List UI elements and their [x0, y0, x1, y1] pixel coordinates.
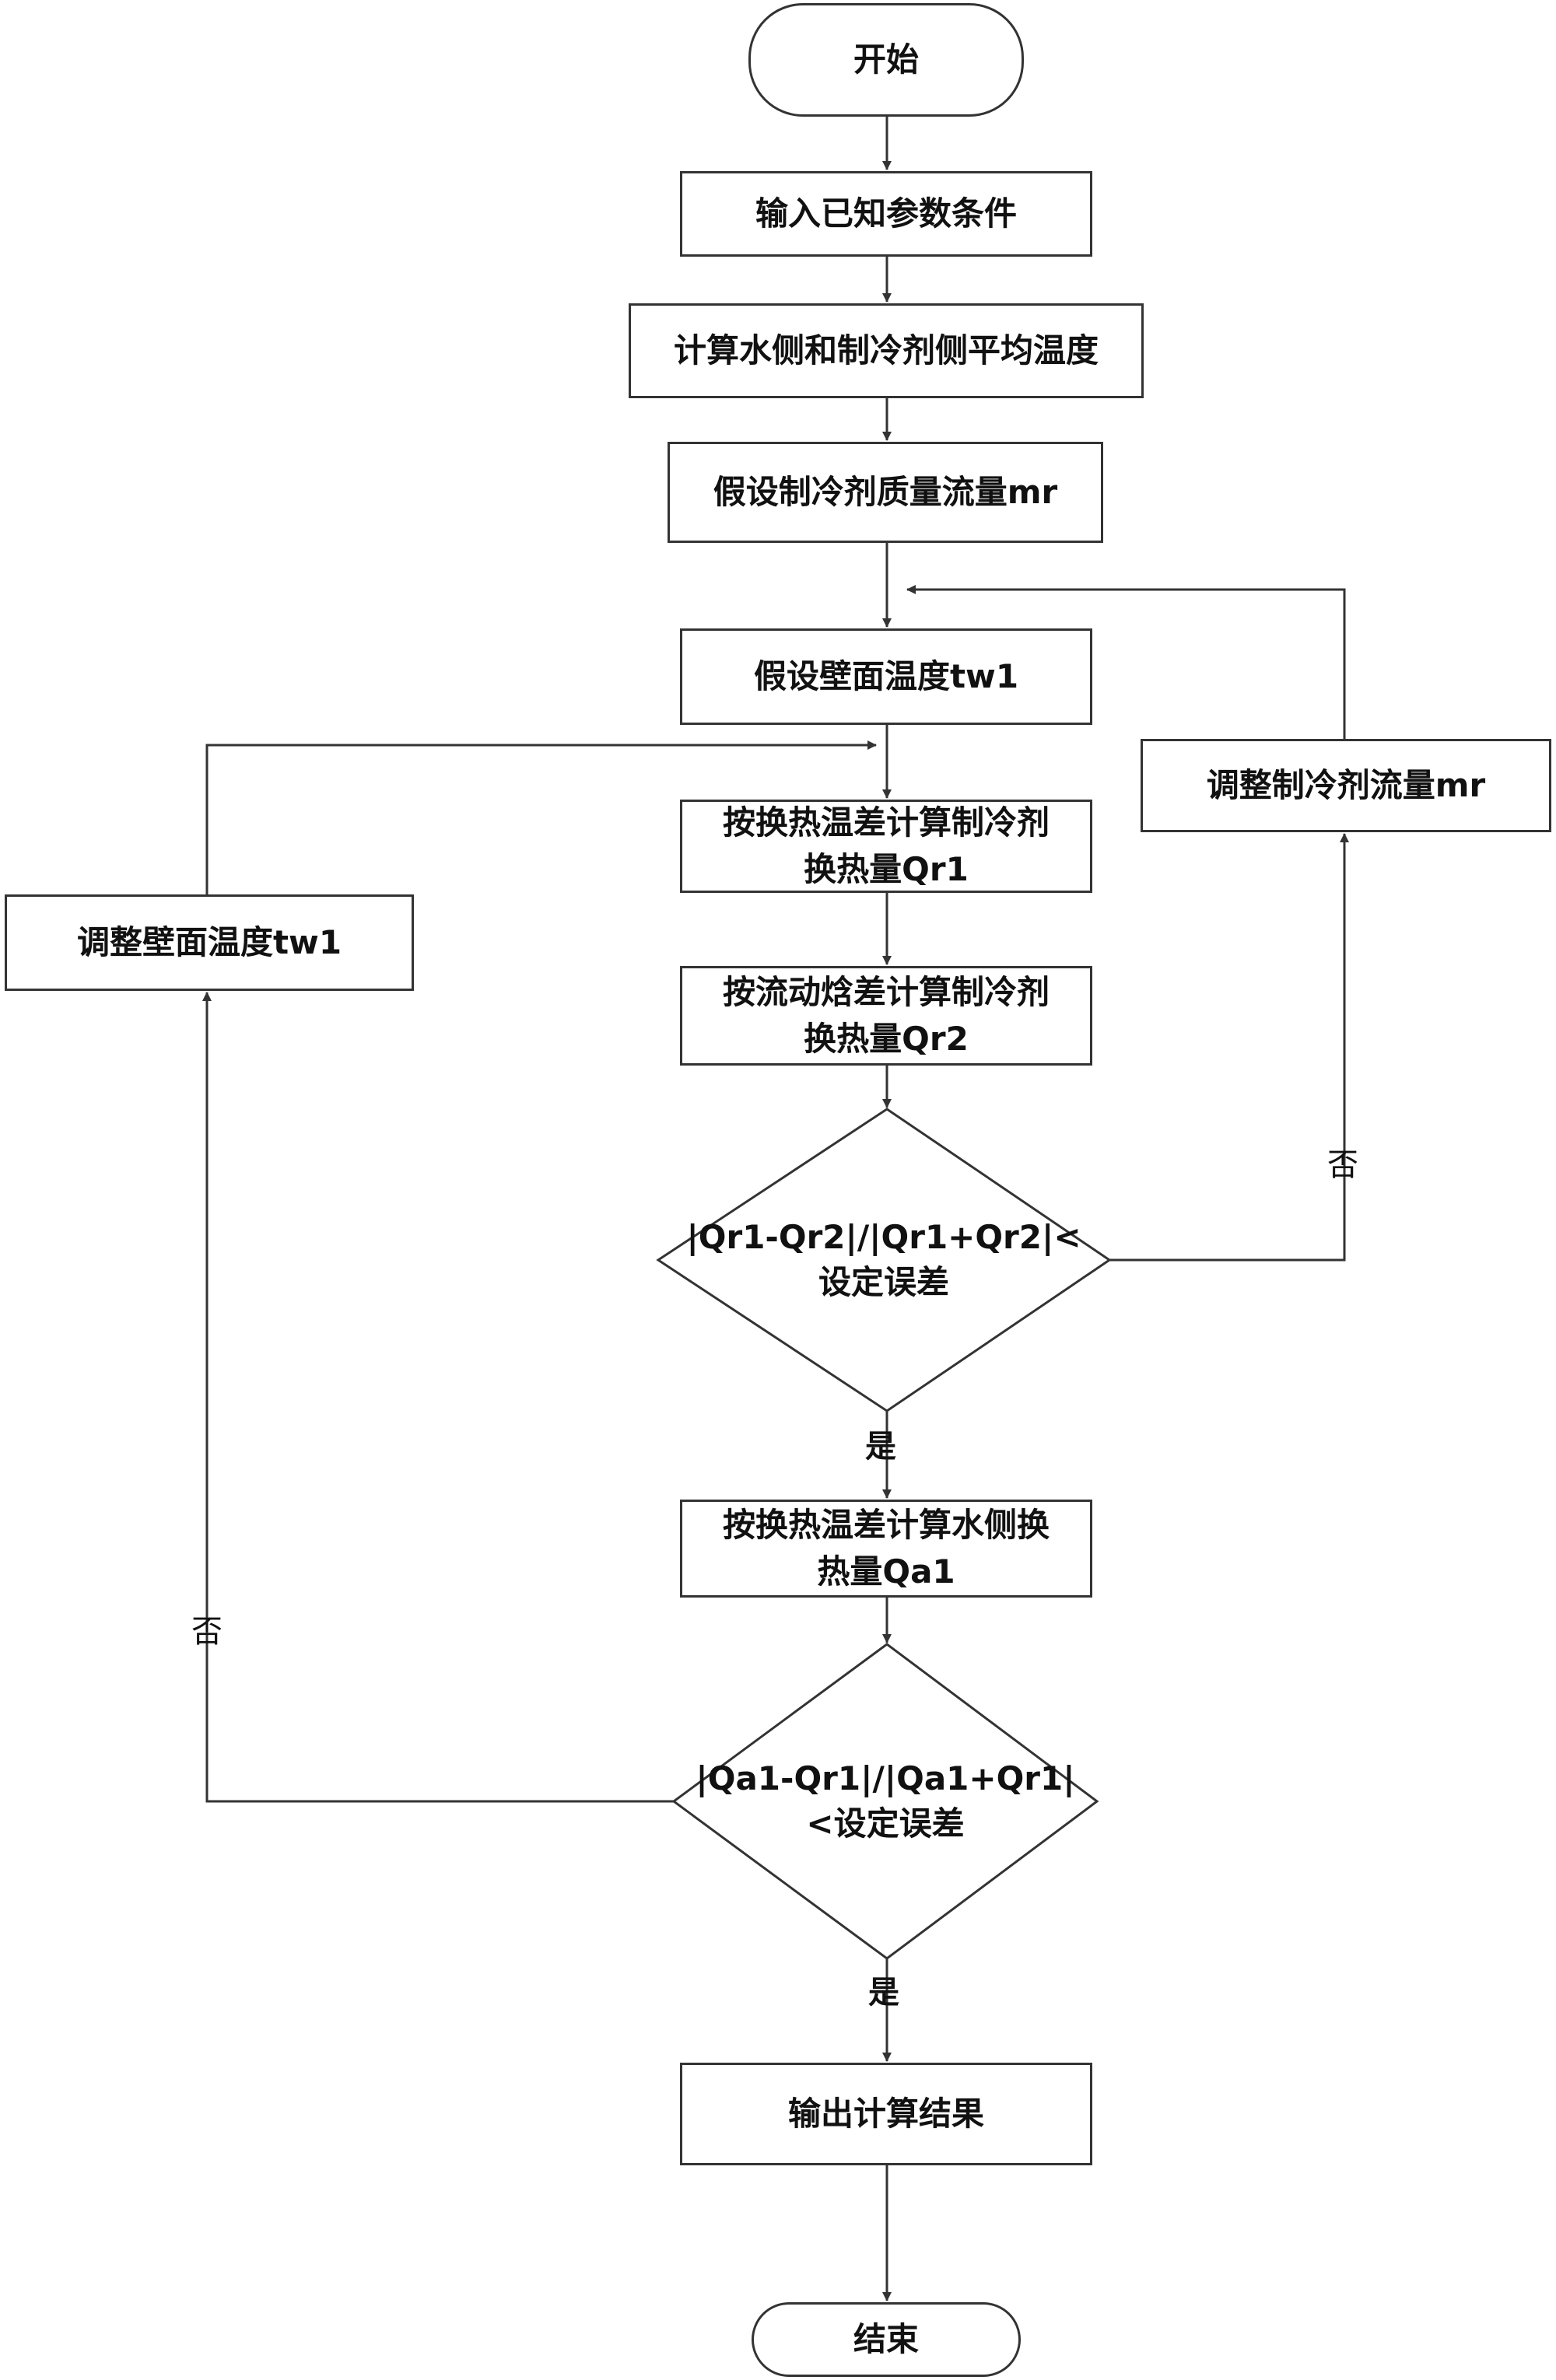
- adjust-mr-node: 调整制冷剂流量mr: [1141, 739, 1551, 832]
- assume-mr-label: 假设制冷剂质量流量mr: [713, 473, 1058, 511]
- adjust-tw1-label: 调整壁面温度tw1: [76, 923, 342, 961]
- adjust-tw1-node: 调整壁面温度tw1: [5, 894, 414, 991]
- calc-qr1-node: 按换热温差计算制冷剂 换热量Qr1: [680, 800, 1092, 893]
- calc-qr2-label-line2: 换热量Qr2: [804, 1020, 969, 1058]
- end-label: 结束: [853, 2320, 919, 2358]
- check-qa-line1: |Qa1-Qr1|/|Qa1+Qr1|: [696, 1759, 1075, 1797]
- qr-no-label: 否: [1327, 1147, 1358, 1183]
- adjust-mr-label: 调整制冷剂流量mr: [1206, 766, 1486, 804]
- decision-diamond-qr: [656, 1108, 1112, 1412]
- calc-qa1-label-line2: 热量Qa1: [817, 1552, 955, 1591]
- arrow-adjust-mr-to-loop: [906, 585, 1346, 739]
- calc-qr2-node: 按流动焓差计算制冷剂 换热量Qr2: [680, 966, 1092, 1066]
- calc-qa1-node: 按换热温差计算水侧换 热量Qa1: [680, 1500, 1092, 1598]
- qr-yes-label: 是: [865, 1429, 896, 1465]
- assume-tw1-label: 假设壁面温度tw1: [753, 657, 1019, 695]
- arrow-adjust-tw1-to-loop: [205, 740, 877, 894]
- input-label: 输入已知参数条件: [755, 194, 1017, 233]
- assume-tw1-node: 假设壁面温度tw1: [680, 628, 1092, 725]
- qa-no-label: 否: [191, 1614, 223, 1650]
- decision-diamond-qa: [671, 1643, 1099, 1960]
- check-qr-line2: 设定误差: [818, 1263, 949, 1301]
- calc-qr1-label-line1: 按换热温差计算制冷剂: [722, 803, 1050, 842]
- start-label: 开始: [853, 40, 919, 79]
- qa-yes-label: 是: [868, 1975, 899, 2011]
- calc-qa1-label-line1: 按换热温差计算水侧换: [722, 1506, 1050, 1544]
- output-label: 输出计算结果: [787, 2095, 984, 2133]
- arrow-check-qr-no: [1109, 833, 1349, 1262]
- check-qr-text: |Qr1-Qr2|/|Qr1+Qr2|< 设定误差: [658, 1198, 1109, 1322]
- input-node: 输入已知参数条件: [680, 171, 1092, 257]
- check-qr-line1: |Qr1-Qr2|/|Qr1+Qr2|<: [686, 1218, 1081, 1256]
- calc-qr1-label-line2: 换热量Qr1: [804, 850, 969, 888]
- calc-avg-temp-label: 计算水侧和制冷剂侧平均温度: [673, 331, 1099, 369]
- assume-mr-node: 假设制冷剂质量流量mr: [668, 442, 1103, 543]
- end-node: 结束: [752, 2302, 1021, 2377]
- calc-qr2-label-line1: 按流动焓差计算制冷剂: [722, 973, 1050, 1011]
- check-qa-text: |Qa1-Qr1|/|Qa1+Qr1| <设定误差: [674, 1739, 1097, 1864]
- check-qa-line2: <设定误差: [806, 1804, 965, 1843]
- calc-avg-temp-node: 计算水侧和制冷剂侧平均温度: [629, 303, 1144, 398]
- start-node: 开始: [748, 3, 1024, 117]
- output-node: 输出计算结果: [680, 2063, 1092, 2165]
- arrow-check-qa-no: [202, 992, 674, 1803]
